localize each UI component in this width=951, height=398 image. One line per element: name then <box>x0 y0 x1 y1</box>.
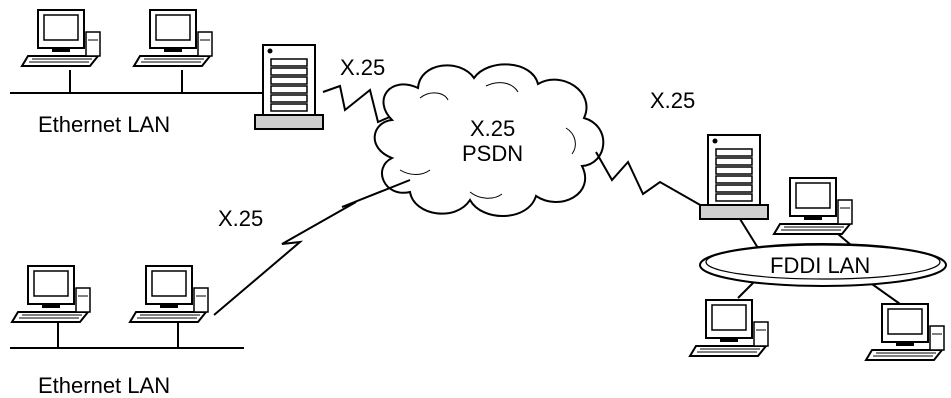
computer-icon <box>21 9 101 67</box>
right-lan: FDDI LAN <box>689 134 947 361</box>
computer-icon <box>133 9 213 67</box>
ethernet-lan-label-bottom: Ethernet LAN <box>38 373 170 398</box>
ethernet-lan-label-top: Ethernet LAN <box>38 112 170 137</box>
fddi-lan-label: FDDI LAN <box>770 253 870 278</box>
psdn-cloud: X.25 PSDN <box>373 63 605 217</box>
computer-icon <box>129 265 209 323</box>
drop-line <box>739 218 759 249</box>
cloud-icon <box>373 63 605 217</box>
x25-label-right: X.25 <box>650 88 695 113</box>
x25-label-top: X.25 <box>340 55 385 80</box>
computer-icon <box>689 299 769 357</box>
top-left-lan: Ethernet LAN <box>10 9 324 137</box>
x25-label-left: X.25 <box>218 206 263 231</box>
fddi-ring-inner <box>705 244 941 280</box>
drop-line <box>871 283 901 305</box>
lightning-link-icon <box>213 179 411 316</box>
drop-line <box>737 281 755 299</box>
lightning-link-icon <box>595 151 717 215</box>
bottom-left-lan: Ethernet LAN <box>10 265 244 398</box>
computer-icon <box>11 265 91 323</box>
lightning-link-icon <box>322 84 393 124</box>
server-icon <box>254 44 324 130</box>
computer-icon <box>865 303 945 361</box>
cloud-label-x25: X.25 <box>470 116 515 141</box>
fddi-ring <box>699 243 947 287</box>
computer-icon <box>773 177 853 235</box>
cloud-label-psdn: PSDN <box>462 141 523 166</box>
server-icon <box>699 134 769 220</box>
